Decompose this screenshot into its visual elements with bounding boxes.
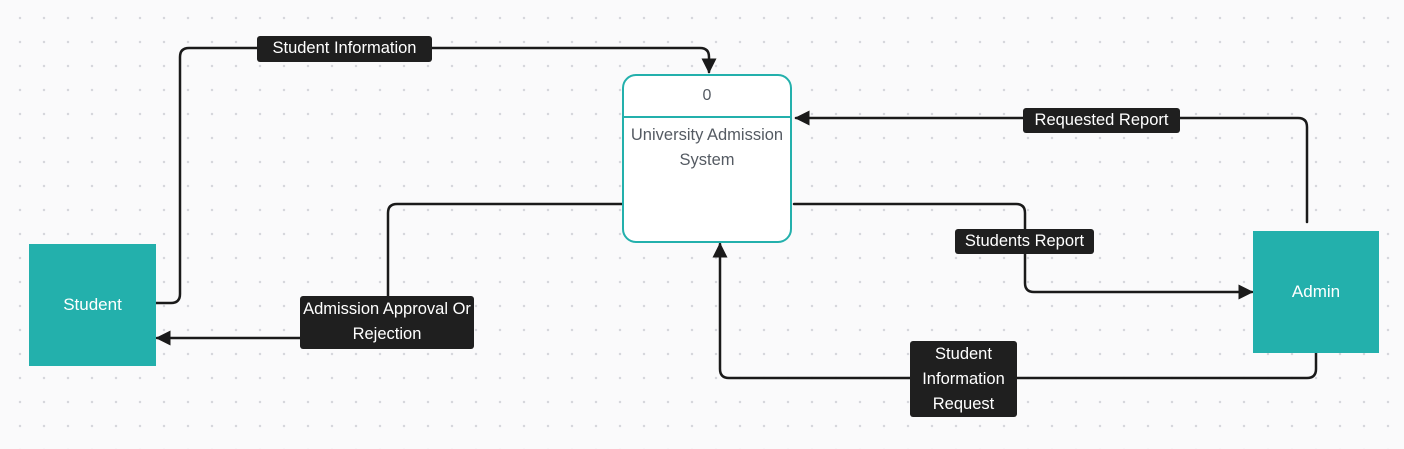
connector-student-information [152, 46, 717, 305]
process-name: University Admission System [630, 126, 784, 169]
flow-label-students-report: Students Report [955, 229, 1094, 254]
external-entity-student[interactable]: Student [29, 244, 156, 366]
flow-label-student-information-request: Student Information Request [910, 341, 1017, 417]
connector-admission-decision [155, 202, 624, 346]
process-id: 0 [624, 76, 790, 118]
flow-label-requested-report: Requested Report [1023, 108, 1180, 133]
flow-label-admission-decision: Admission Approval Or Rejection [300, 296, 474, 349]
connector-student-information-request [712, 242, 1318, 380]
process-node[interactable]: 0 University Admission System [622, 74, 792, 243]
flow-label-student-information: Student Information [257, 36, 432, 62]
external-entity-admin[interactable]: Admin [1253, 231, 1379, 353]
entity-label-student: Student [63, 295, 122, 314]
entity-label-admin: Admin [1291, 282, 1341, 301]
connector-requested-report [794, 110, 1309, 224]
